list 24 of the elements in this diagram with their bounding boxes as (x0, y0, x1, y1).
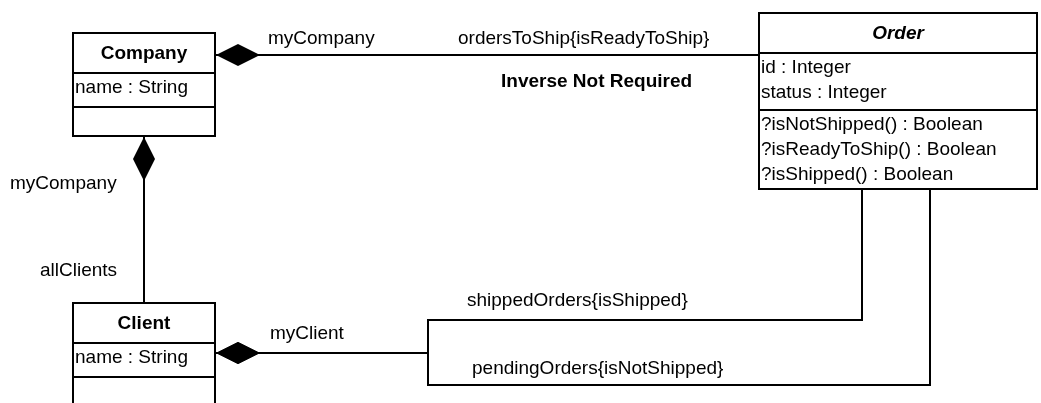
attribute-text: status : Integer (760, 80, 887, 104)
role-label: allClients (40, 259, 118, 280)
note-text: Inverse Not Required (501, 70, 693, 91)
role-label: shippedOrders{isShipped} (467, 289, 688, 310)
role-label: pendingOrders{isNotShipped} (472, 357, 724, 378)
role-label: ordersToShip{isReadyToShip} (458, 27, 710, 48)
role-label: myCompany (10, 172, 117, 193)
role-label: myClient (270, 322, 344, 343)
attribute-text: id : Integer (760, 55, 851, 79)
attribute-text: name : String (74, 345, 188, 369)
composition-line (215, 44, 759, 66)
class-name: Order (871, 21, 926, 45)
class-box (72, 32, 216, 137)
class-name: Company (99, 41, 189, 65)
composition-line (215, 189, 931, 386)
composition-line (133, 136, 155, 303)
operation-text: ?isReadyToShip() : Boolean (760, 137, 997, 161)
class-box (758, 12, 1038, 190)
attribute-text: name : String (74, 75, 188, 99)
operation-text: ?isNotShipped() : Boolean (760, 112, 983, 136)
class-box (72, 302, 216, 403)
operation-text: ?isShipped() : Boolean (760, 162, 954, 186)
class-name: Client (116, 311, 172, 335)
role-label: myCompany (268, 27, 375, 48)
